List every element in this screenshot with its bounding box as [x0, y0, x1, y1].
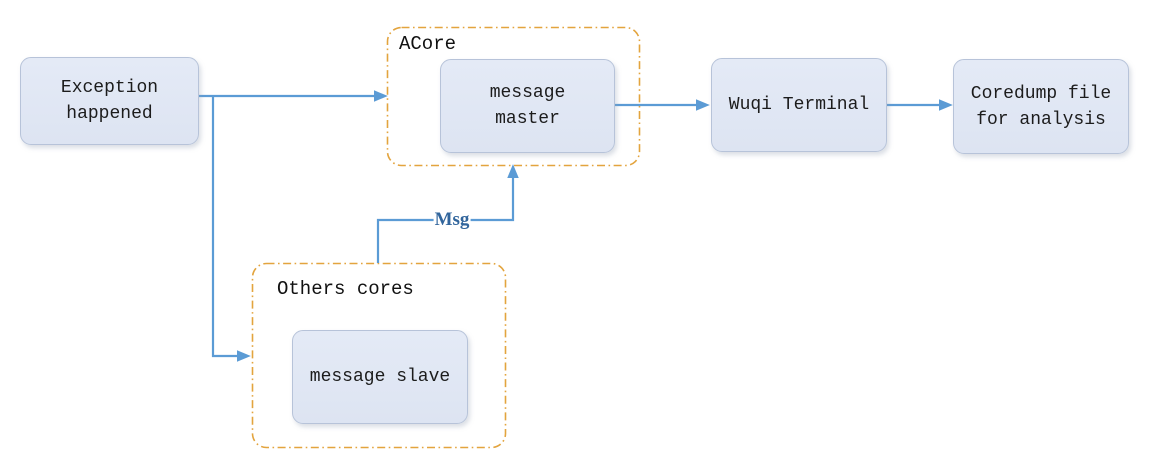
- wuqi-terminal-node: Wuqi Terminal: [711, 58, 887, 152]
- message-slave-node: message slave: [292, 330, 468, 424]
- message-master-node: message master: [440, 59, 615, 153]
- others-cores-container-label: Others cores: [277, 278, 414, 300]
- acore-container-label: ACore: [399, 33, 457, 55]
- msg-edge-label: Msg: [433, 209, 471, 231]
- exception-happened-node: Exception happened: [20, 57, 199, 145]
- coredump-file-node: Coredump file for analysis: [953, 59, 1129, 154]
- arrow-exception-to-others-cores: [211, 96, 251, 362]
